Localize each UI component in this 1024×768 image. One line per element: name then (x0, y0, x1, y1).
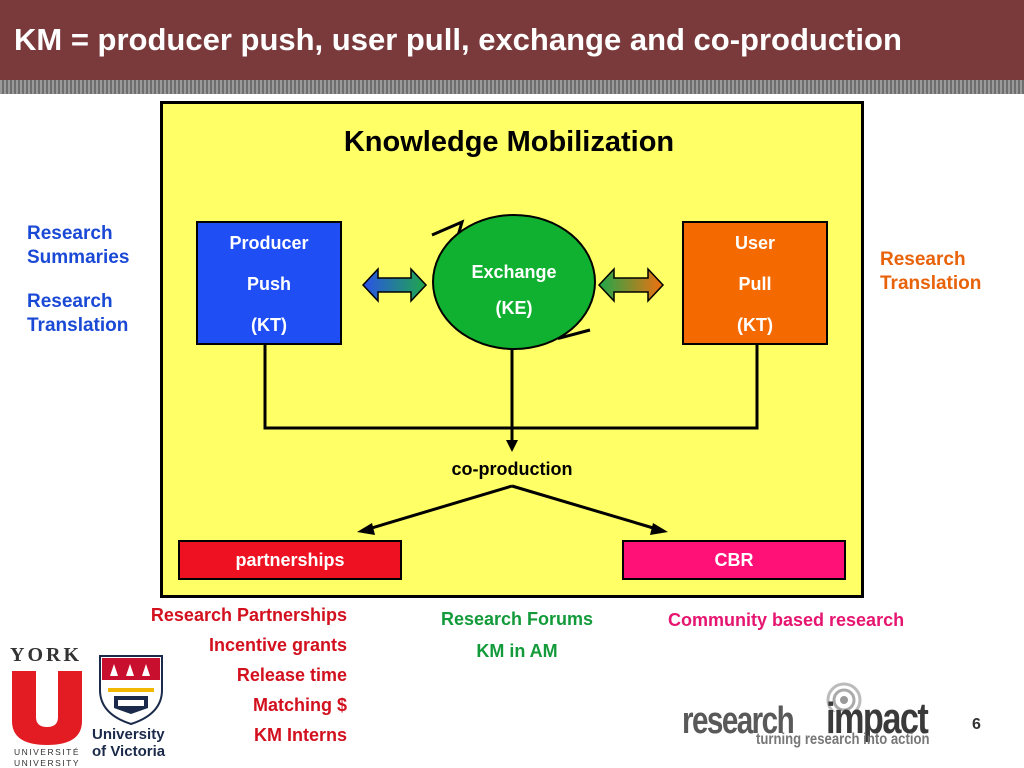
left-translation-line-2: Translation (27, 315, 129, 336)
uvic-line-1: University (92, 726, 165, 743)
list-item: Community based research (668, 610, 905, 630)
user-line-1: User (734, 233, 776, 253)
exchange-ellipse: Exchange (KE) (432, 214, 596, 350)
diagram-title: Knowledge Mobilization (343, 126, 675, 158)
partnerships-list: Research Partnerships Incentive grants R… (151, 600, 347, 750)
york-university-logo: YORK UNIVERSITÉ UNIVERSITY (10, 644, 84, 768)
left-label-research-translation: Research Translation (27, 290, 128, 338)
signal-circles-icon (826, 682, 862, 712)
list-item: Release time (236, 665, 347, 685)
left-summaries-line-2: Summaries (27, 247, 130, 268)
producer-exchange-arrow (361, 267, 428, 303)
list-item: KM Interns (253, 725, 347, 745)
title-bar: KM = producer push, user pull, exchange … (0, 0, 1024, 80)
exchange-line-2: (KE) (495, 298, 533, 318)
list-item: Incentive grants (208, 635, 347, 655)
branch-left-head (357, 523, 375, 535)
research-impact-word-1: research (682, 700, 795, 742)
york-u-icon (12, 671, 82, 745)
producer-push-box: Producer Push (KT) (196, 221, 342, 345)
list-item: Research Forums (440, 609, 594, 629)
uvic-logo: University of Victoria (88, 652, 178, 764)
user-line-3: (KT) (737, 315, 773, 335)
producer-line-2: Push (246, 274, 291, 294)
branch-left (364, 484, 513, 532)
list-item: KM in AM (476, 641, 558, 661)
york-logo-text: YORK (10, 644, 82, 666)
slide-title: KM = producer push, user pull, exchange … (14, 22, 902, 57)
partnerships-box: partnerships (178, 540, 402, 580)
research-impact-logo: research impact turning research into ac… (680, 680, 970, 760)
user-pull-box: User Pull (KT) (682, 221, 828, 345)
left-label-research-summaries: Research Summaries (27, 222, 129, 270)
uvic-line-2: of Victoria (92, 743, 166, 760)
right-translation-line-1: Research (880, 249, 966, 270)
page-number: 6 (972, 716, 981, 733)
uvic-logo-text: University of Victoria (92, 726, 182, 760)
exchange-user-arrow (597, 267, 665, 303)
left-summaries-line-1: Research (27, 223, 113, 244)
right-translation-line-2: Translation (880, 273, 982, 294)
producer-line-1: Producer (229, 233, 309, 253)
research-impact-word-2: impact (826, 694, 929, 743)
york-logo-english: UNIVERSITY (13, 758, 80, 768)
stem-arrowhead (506, 440, 518, 452)
branch-right-head (650, 523, 668, 535)
right-label-research-translation: Research Translation (880, 248, 981, 296)
york-logo-french: UNIVERSITÉ (13, 747, 80, 757)
left-translation-line-1: Research (27, 291, 113, 312)
co-production-label: co-production (451, 459, 573, 479)
title-stripe (0, 80, 1024, 94)
research-impact-tagline: turning research into action (756, 731, 930, 748)
exchange-line-1: Exchange (471, 262, 557, 282)
producer-line-3: (KT) (251, 315, 287, 335)
cbr-list: Community based research (668, 605, 904, 635)
uvic-crest-icon (99, 655, 163, 726)
cbr-box: CBR (622, 540, 846, 580)
list-item: Research Partnerships (150, 605, 347, 625)
exchange-list: Research Forums KM in AM (414, 603, 620, 667)
branch-right (511, 484, 661, 532)
list-item: Matching $ (252, 695, 347, 715)
user-line-2: Pull (738, 274, 772, 294)
